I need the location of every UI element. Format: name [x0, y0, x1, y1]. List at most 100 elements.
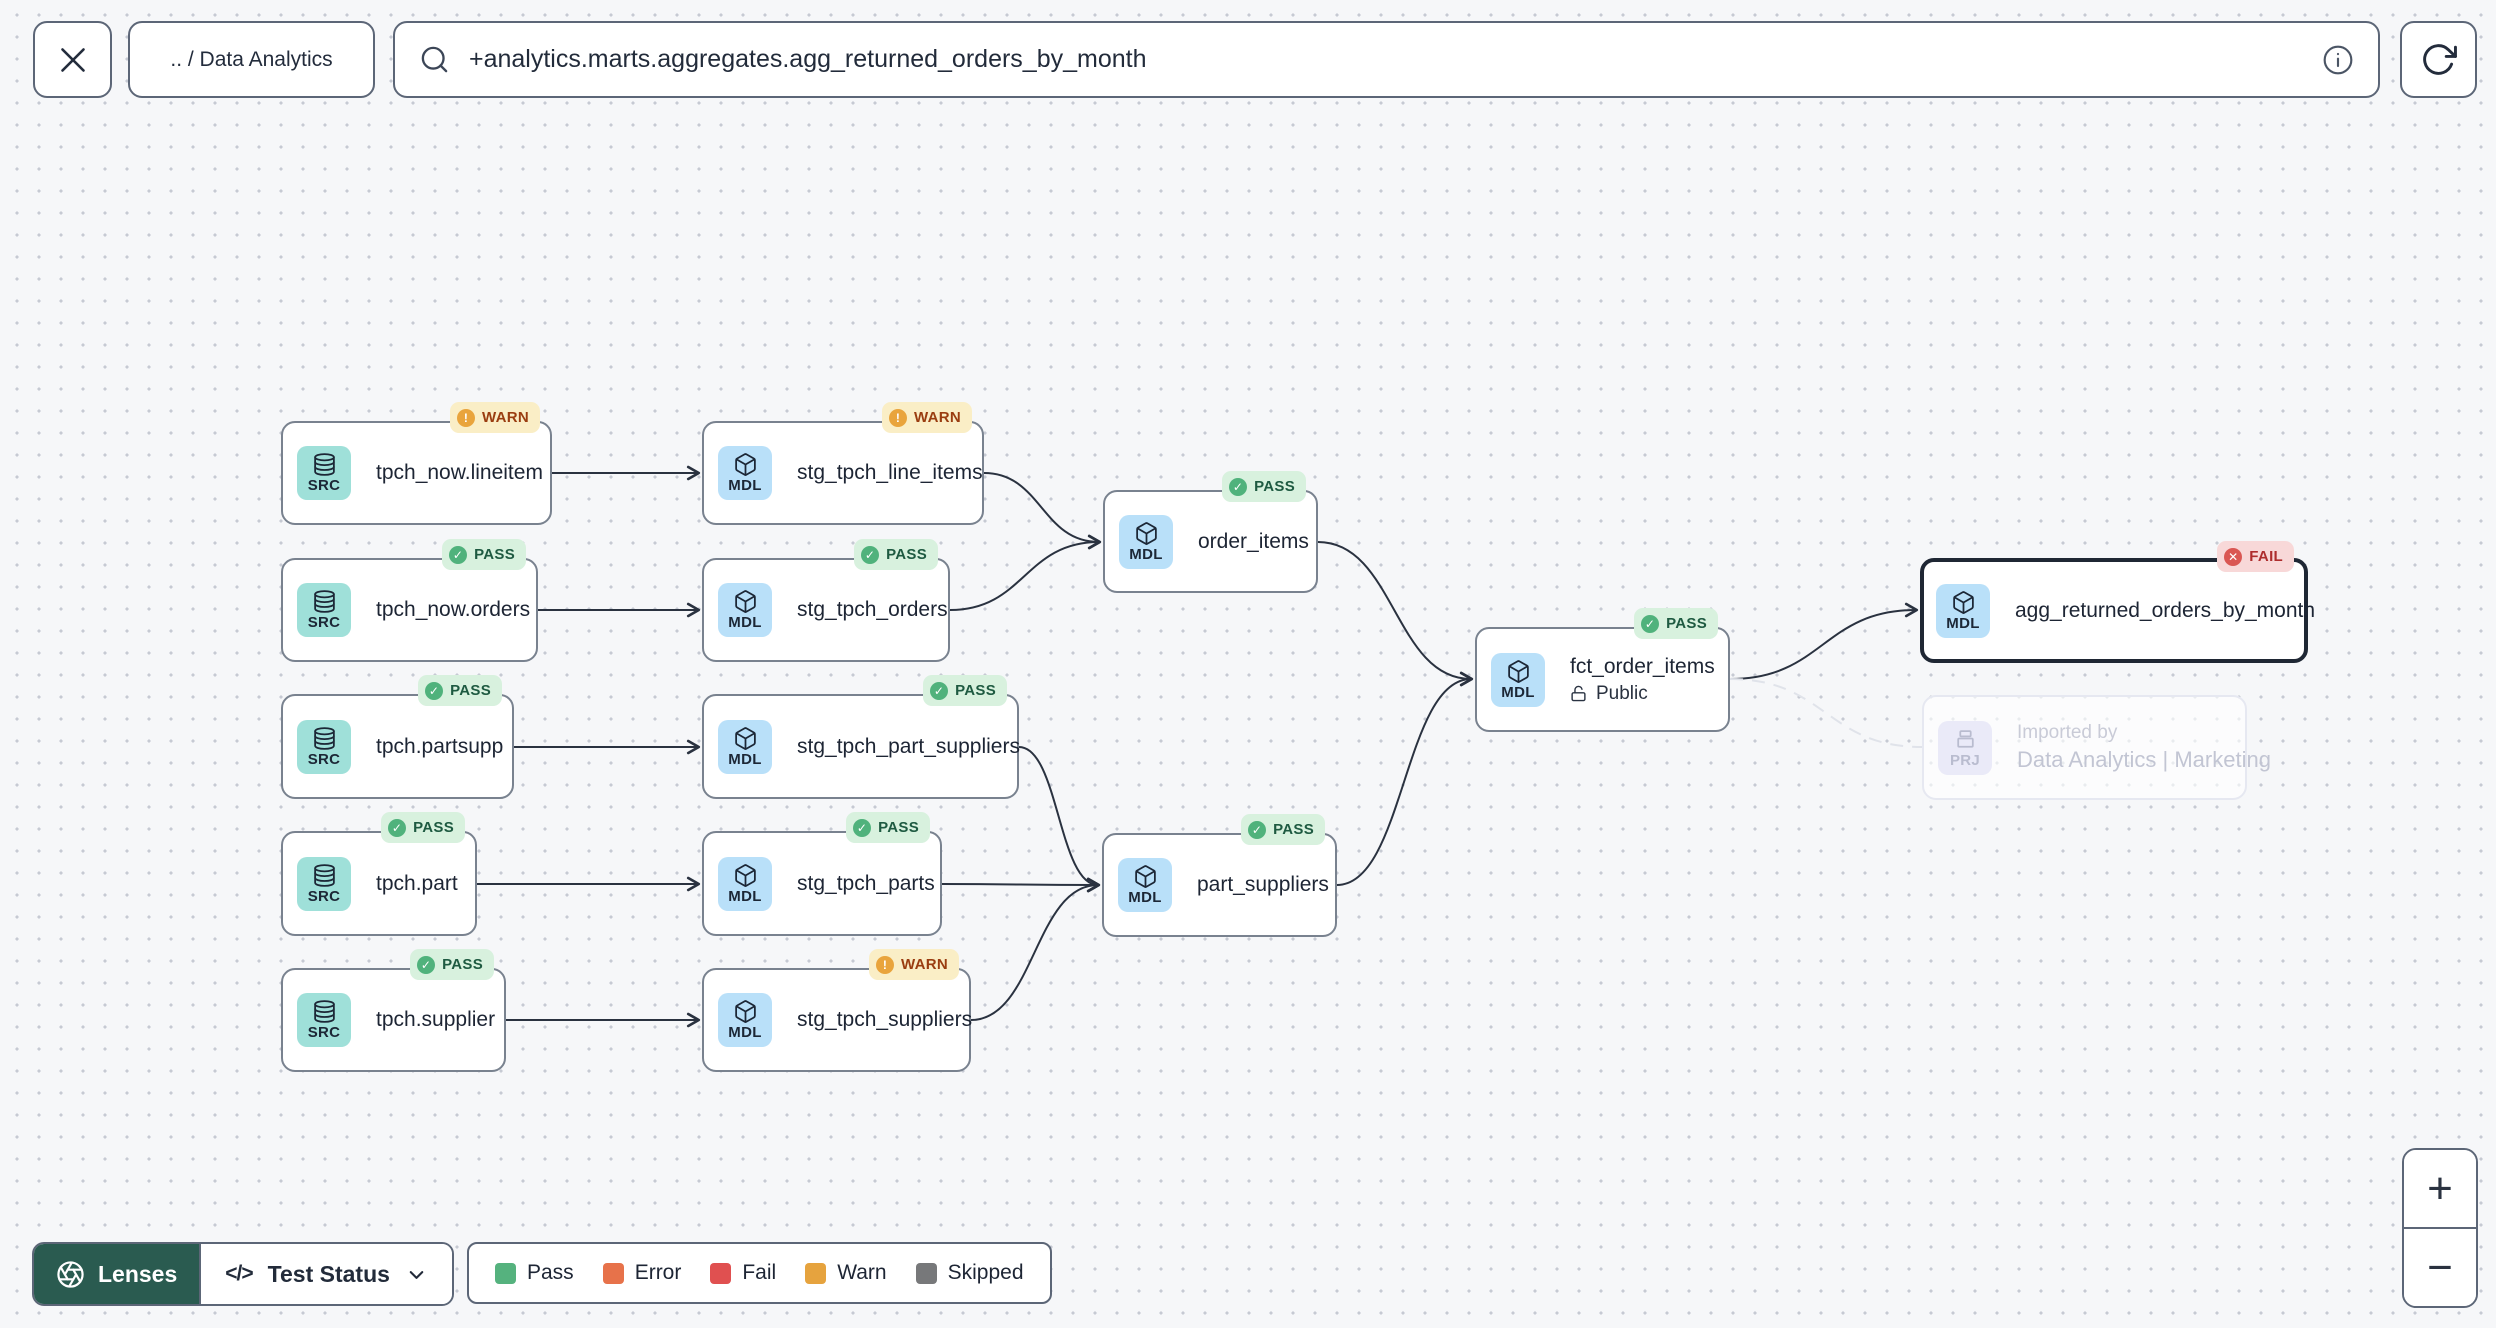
check-icon: ✓ [417, 955, 436, 974]
node-label: stg_tpch_part_suppliers [797, 734, 1020, 758]
node-type-label: SRC [307, 750, 341, 768]
badge-label: WARN [913, 409, 961, 426]
node-type-icon-mdl: MDL [718, 446, 772, 500]
check-icon: ✓ [425, 681, 444, 700]
lineage-edge [1336, 671, 1474, 886]
badge-label: PASS [1666, 615, 1707, 632]
refresh-icon [2423, 44, 2457, 75]
test-status-badge-pass: ✓PASS [854, 539, 938, 570]
refresh-button[interactable] [2400, 21, 2477, 98]
cube-icon [1507, 659, 1529, 683]
lenses-label: Lenses [98, 1260, 178, 1287]
project-icon [1956, 729, 1974, 748]
search-bar[interactable] [393, 21, 2380, 98]
node-type-label: SRC [307, 887, 341, 905]
cube-icon [734, 453, 756, 476]
imported-by-label: Imported by [2017, 722, 2118, 743]
minus-icon: − [2427, 1242, 2453, 1292]
test-status-badge-pass: ✓PASS [1222, 471, 1306, 502]
test-status-badge-warn: !WARN [868, 949, 959, 980]
node-type-label: MDL [728, 887, 762, 905]
badge-label: PASS [474, 546, 515, 563]
node-type-label: MDL [1129, 545, 1163, 563]
test-status-badge-pass: ✓ PASS [410, 949, 494, 980]
node-type-label: SRC [307, 614, 341, 631]
test-status-badge-pass: ✓PASS [923, 675, 1007, 706]
lenses-button[interactable]: Lenses [34, 1244, 200, 1304]
legend-swatch [805, 1262, 827, 1284]
node-text: agg_returned_orders_by_month [2015, 599, 2315, 623]
node-type-label: MDL [728, 477, 762, 494]
node-label: stg_tpch_line_items [797, 461, 983, 484]
zoom-in-button[interactable]: + [2404, 1150, 2476, 1227]
lens-selector[interactable]: </> Test Status [199, 1244, 452, 1304]
code-icon: </> [225, 1262, 253, 1285]
chevron-down-icon [409, 1270, 424, 1279]
database-icon [313, 590, 335, 613]
breadcrumb[interactable]: .. / Data Analytics [128, 21, 375, 98]
node-label: stg_tpch_suppliers [797, 1008, 973, 1031]
node-stg_tpch_part_suppliers[interactable]: ✓PASS MDL stg_tpch_part_suppliers [702, 675, 1020, 799]
badge-label: WARN [481, 409, 529, 426]
node-type-icon-mdl: MDL [718, 583, 772, 637]
close-button[interactable] [33, 21, 112, 98]
node-text: stg_tpch_line_items [797, 461, 983, 485]
node-type-label: MDL [728, 750, 762, 768]
warning-icon: ! [875, 955, 894, 974]
legend-label: Fail [742, 1261, 777, 1284]
node-text: stg_tpch_parts [797, 872, 935, 896]
test-status-badge-pass: ✓PASS [1634, 608, 1718, 639]
node-type-label: SRC [307, 1024, 341, 1041]
legend-item-warn: Warn [805, 1261, 887, 1285]
node-text: stg_tpch_part_suppliers [797, 735, 1020, 759]
legend-label: Pass [527, 1261, 574, 1284]
node-type-icon-mdl: MDL [718, 719, 772, 774]
test-status-badge-pass: ✓PASS [381, 812, 465, 843]
badge-label: PASS [442, 956, 483, 973]
cube-icon [734, 863, 756, 887]
lenses-control: Lenses </> Test Status [32, 1242, 454, 1306]
info-icon[interactable] [2322, 44, 2354, 76]
node-type-icon-src: SRC [297, 993, 351, 1047]
test-status-badge-warn: ! WARN [449, 402, 540, 433]
node-type-icon-mdl: MDL [718, 856, 772, 911]
fail-icon: ✕ [2224, 547, 2243, 566]
search-input[interactable] [469, 45, 2308, 74]
node-text: order_items [1198, 530, 1309, 554]
node-label: tpch_now.orders [376, 598, 531, 621]
node-type-icon-prj: PRJ [1938, 720, 1992, 775]
check-icon: ✓ [853, 818, 872, 837]
zoom-out-button[interactable]: − [2404, 1229, 2476, 1306]
lineage-edge [949, 534, 1102, 611]
aperture-icon [57, 1260, 84, 1288]
node-label: agg_returned_orders_by_month [2015, 598, 2316, 622]
lineage-edge [1729, 602, 1919, 680]
test-status-badge-pass: ✓PASS [1241, 814, 1325, 845]
node-type-label: MDL [728, 1024, 762, 1041]
node-order_items[interactable]: ✓PASS MDL order_items [1103, 471, 1318, 593]
node-type-icon-src: SRC [297, 583, 351, 637]
legend-item-skipped: Skipped [915, 1261, 1024, 1285]
node-stg_tpch_suppliers[interactable]: !WARN MDL stg_tpch_suppliers [702, 949, 972, 1072]
warning-icon: ! [456, 408, 475, 427]
cube-icon [1134, 865, 1156, 888]
database-icon [313, 1000, 335, 1023]
search-icon [421, 46, 448, 73]
breadcrumb-label: .. / Data Analytics [170, 47, 333, 71]
node-text: stg_tpch_suppliers [797, 1008, 972, 1032]
